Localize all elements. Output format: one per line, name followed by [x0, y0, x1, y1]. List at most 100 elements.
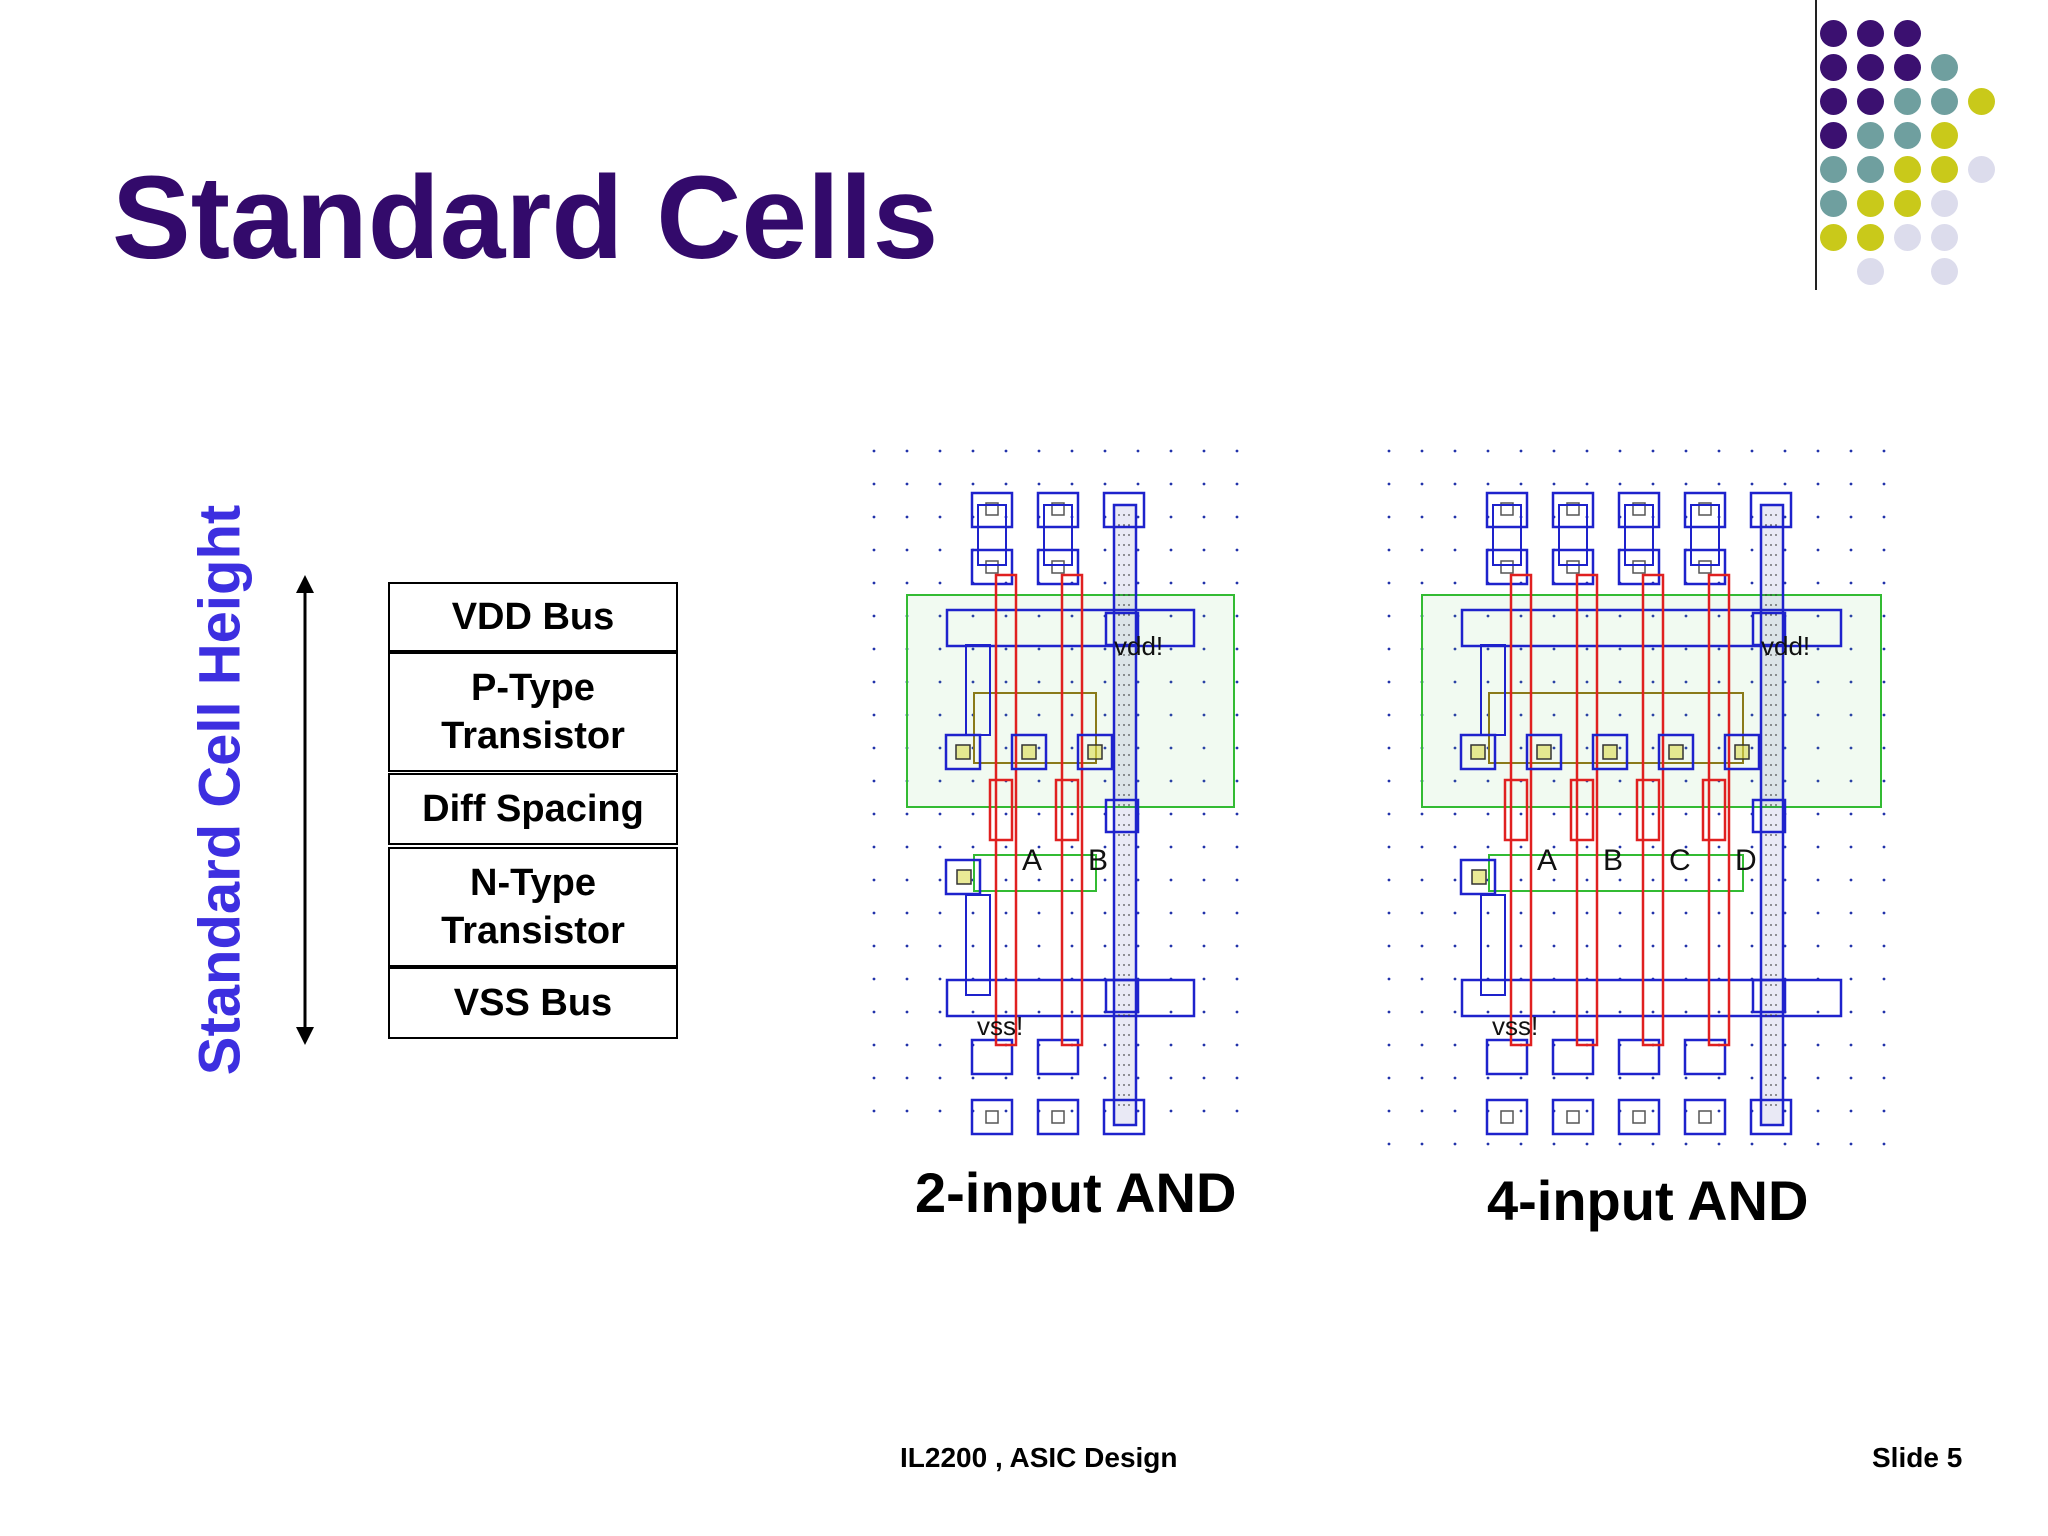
- grid-dot: [1453, 1076, 1457, 1080]
- grid-dot: [1420, 581, 1424, 585]
- pin-pad: [1683, 1038, 1727, 1076]
- grid-dot: [1750, 713, 1754, 717]
- decor-dot: [1894, 156, 1921, 183]
- pin-pad: [970, 491, 1014, 529]
- grid-dot: [1717, 944, 1721, 948]
- grid-dot: [1070, 944, 1074, 948]
- grid-dot: [1202, 1010, 1206, 1014]
- grid-dot: [1136, 1076, 1140, 1080]
- grid-dot: [1651, 1076, 1655, 1080]
- grid-dot: [1882, 680, 1886, 684]
- metal-strap: [1480, 894, 1506, 996]
- grid-dot: [1387, 515, 1391, 519]
- grid-dot: [938, 680, 942, 684]
- grid-dot: [1453, 977, 1457, 981]
- grid-dot: [1169, 779, 1173, 783]
- grid-dot: [872, 515, 876, 519]
- grid-dot: [1169, 680, 1173, 684]
- footer-slide-number: Slide 5: [1872, 1442, 1963, 1473]
- grid-dot: [1387, 1043, 1391, 1047]
- grid-dot: [971, 680, 975, 684]
- grid-dot: [1453, 878, 1457, 882]
- decor-dot: [1857, 224, 1884, 251]
- input-label: B: [1603, 844, 1623, 877]
- grid-dot: [872, 944, 876, 948]
- metal-strap: [1480, 644, 1506, 736]
- grid-dot: [1750, 647, 1754, 651]
- grid-dot: [1849, 1043, 1853, 1047]
- grid-dot: [1618, 779, 1622, 783]
- grid-dot: [1849, 482, 1853, 486]
- grid-dot: [1783, 515, 1787, 519]
- grid-dot: [1037, 779, 1041, 783]
- grid-dot: [1136, 482, 1140, 486]
- grid-dot: [1519, 1142, 1523, 1146]
- grid-dot: [1420, 1010, 1424, 1014]
- grid-dot: [1585, 746, 1589, 750]
- grid-dot: [905, 548, 909, 552]
- cell-height-label: Standard Cell Height: [187, 504, 253, 1076]
- grid-dot: [1169, 614, 1173, 618]
- grid-dot: [1103, 944, 1107, 948]
- grid-dot: [938, 779, 942, 783]
- grid-dot: [1519, 1076, 1523, 1080]
- grid-dot: [1486, 944, 1490, 948]
- grid-dot: [872, 1043, 876, 1047]
- grid-dot: [1816, 614, 1820, 618]
- pin-pad: [1551, 491, 1595, 529]
- grid-dot: [1618, 614, 1622, 618]
- grid-dot: [1750, 911, 1754, 915]
- grid-dot: [1004, 911, 1008, 915]
- contact: [1051, 560, 1065, 574]
- grid-dot: [1136, 845, 1140, 849]
- grid-dot: [1169, 449, 1173, 453]
- grid-dot: [1453, 515, 1457, 519]
- grid-dot: [1037, 746, 1041, 750]
- sd-contact: [1657, 733, 1695, 771]
- contact: [955, 744, 971, 760]
- grid-dot: [905, 878, 909, 882]
- grid-dot: [938, 878, 942, 882]
- grid-dot: [1387, 878, 1391, 882]
- grid-dot: [938, 944, 942, 948]
- grid-dot: [1387, 1109, 1391, 1113]
- decor-divider-line: [1815, 0, 1817, 290]
- grid-dot: [1235, 746, 1239, 750]
- grid-dot: [1783, 845, 1787, 849]
- grid-dot: [1651, 482, 1655, 486]
- grid-dot: [1136, 581, 1140, 585]
- grid-dot: [1816, 1142, 1820, 1146]
- cell-stack-box: Diff Spacing: [388, 773, 678, 845]
- grid-dot: [1136, 449, 1140, 453]
- grid-dot: [1783, 713, 1787, 717]
- grid-dot: [905, 812, 909, 816]
- grid-dot: [1070, 1076, 1074, 1080]
- grid-dot: [1037, 647, 1041, 651]
- grid-dot: [1618, 911, 1622, 915]
- grid-dot: [1717, 1142, 1721, 1146]
- grid-dot: [1387, 713, 1391, 717]
- grid-dot: [905, 482, 909, 486]
- grid-dot: [1783, 1109, 1787, 1113]
- grid-dot: [1849, 1109, 1853, 1113]
- metal-strap: [977, 504, 1007, 566]
- grid-dot: [872, 647, 876, 651]
- grid-dot: [1486, 1076, 1490, 1080]
- decor-dot: [1820, 224, 1847, 251]
- grid-dot: [1882, 1010, 1886, 1014]
- grid-dot: [1750, 878, 1754, 882]
- contact: [1051, 502, 1065, 516]
- grid-dot: [1783, 1142, 1787, 1146]
- grid-dot: [1420, 1142, 1424, 1146]
- grid-dot: [1202, 548, 1206, 552]
- grid-dot: [1486, 614, 1490, 618]
- grid-dot: [1136, 515, 1140, 519]
- sd-contact: [1723, 733, 1761, 771]
- grid-dot: [1037, 614, 1041, 618]
- grid-dot: [1235, 1010, 1239, 1014]
- grid-dot: [1618, 680, 1622, 684]
- grid-dot: [905, 1010, 909, 1014]
- grid-dot: [1169, 1043, 1173, 1047]
- grid-dot: [1004, 878, 1008, 882]
- grid-dot: [1750, 449, 1754, 453]
